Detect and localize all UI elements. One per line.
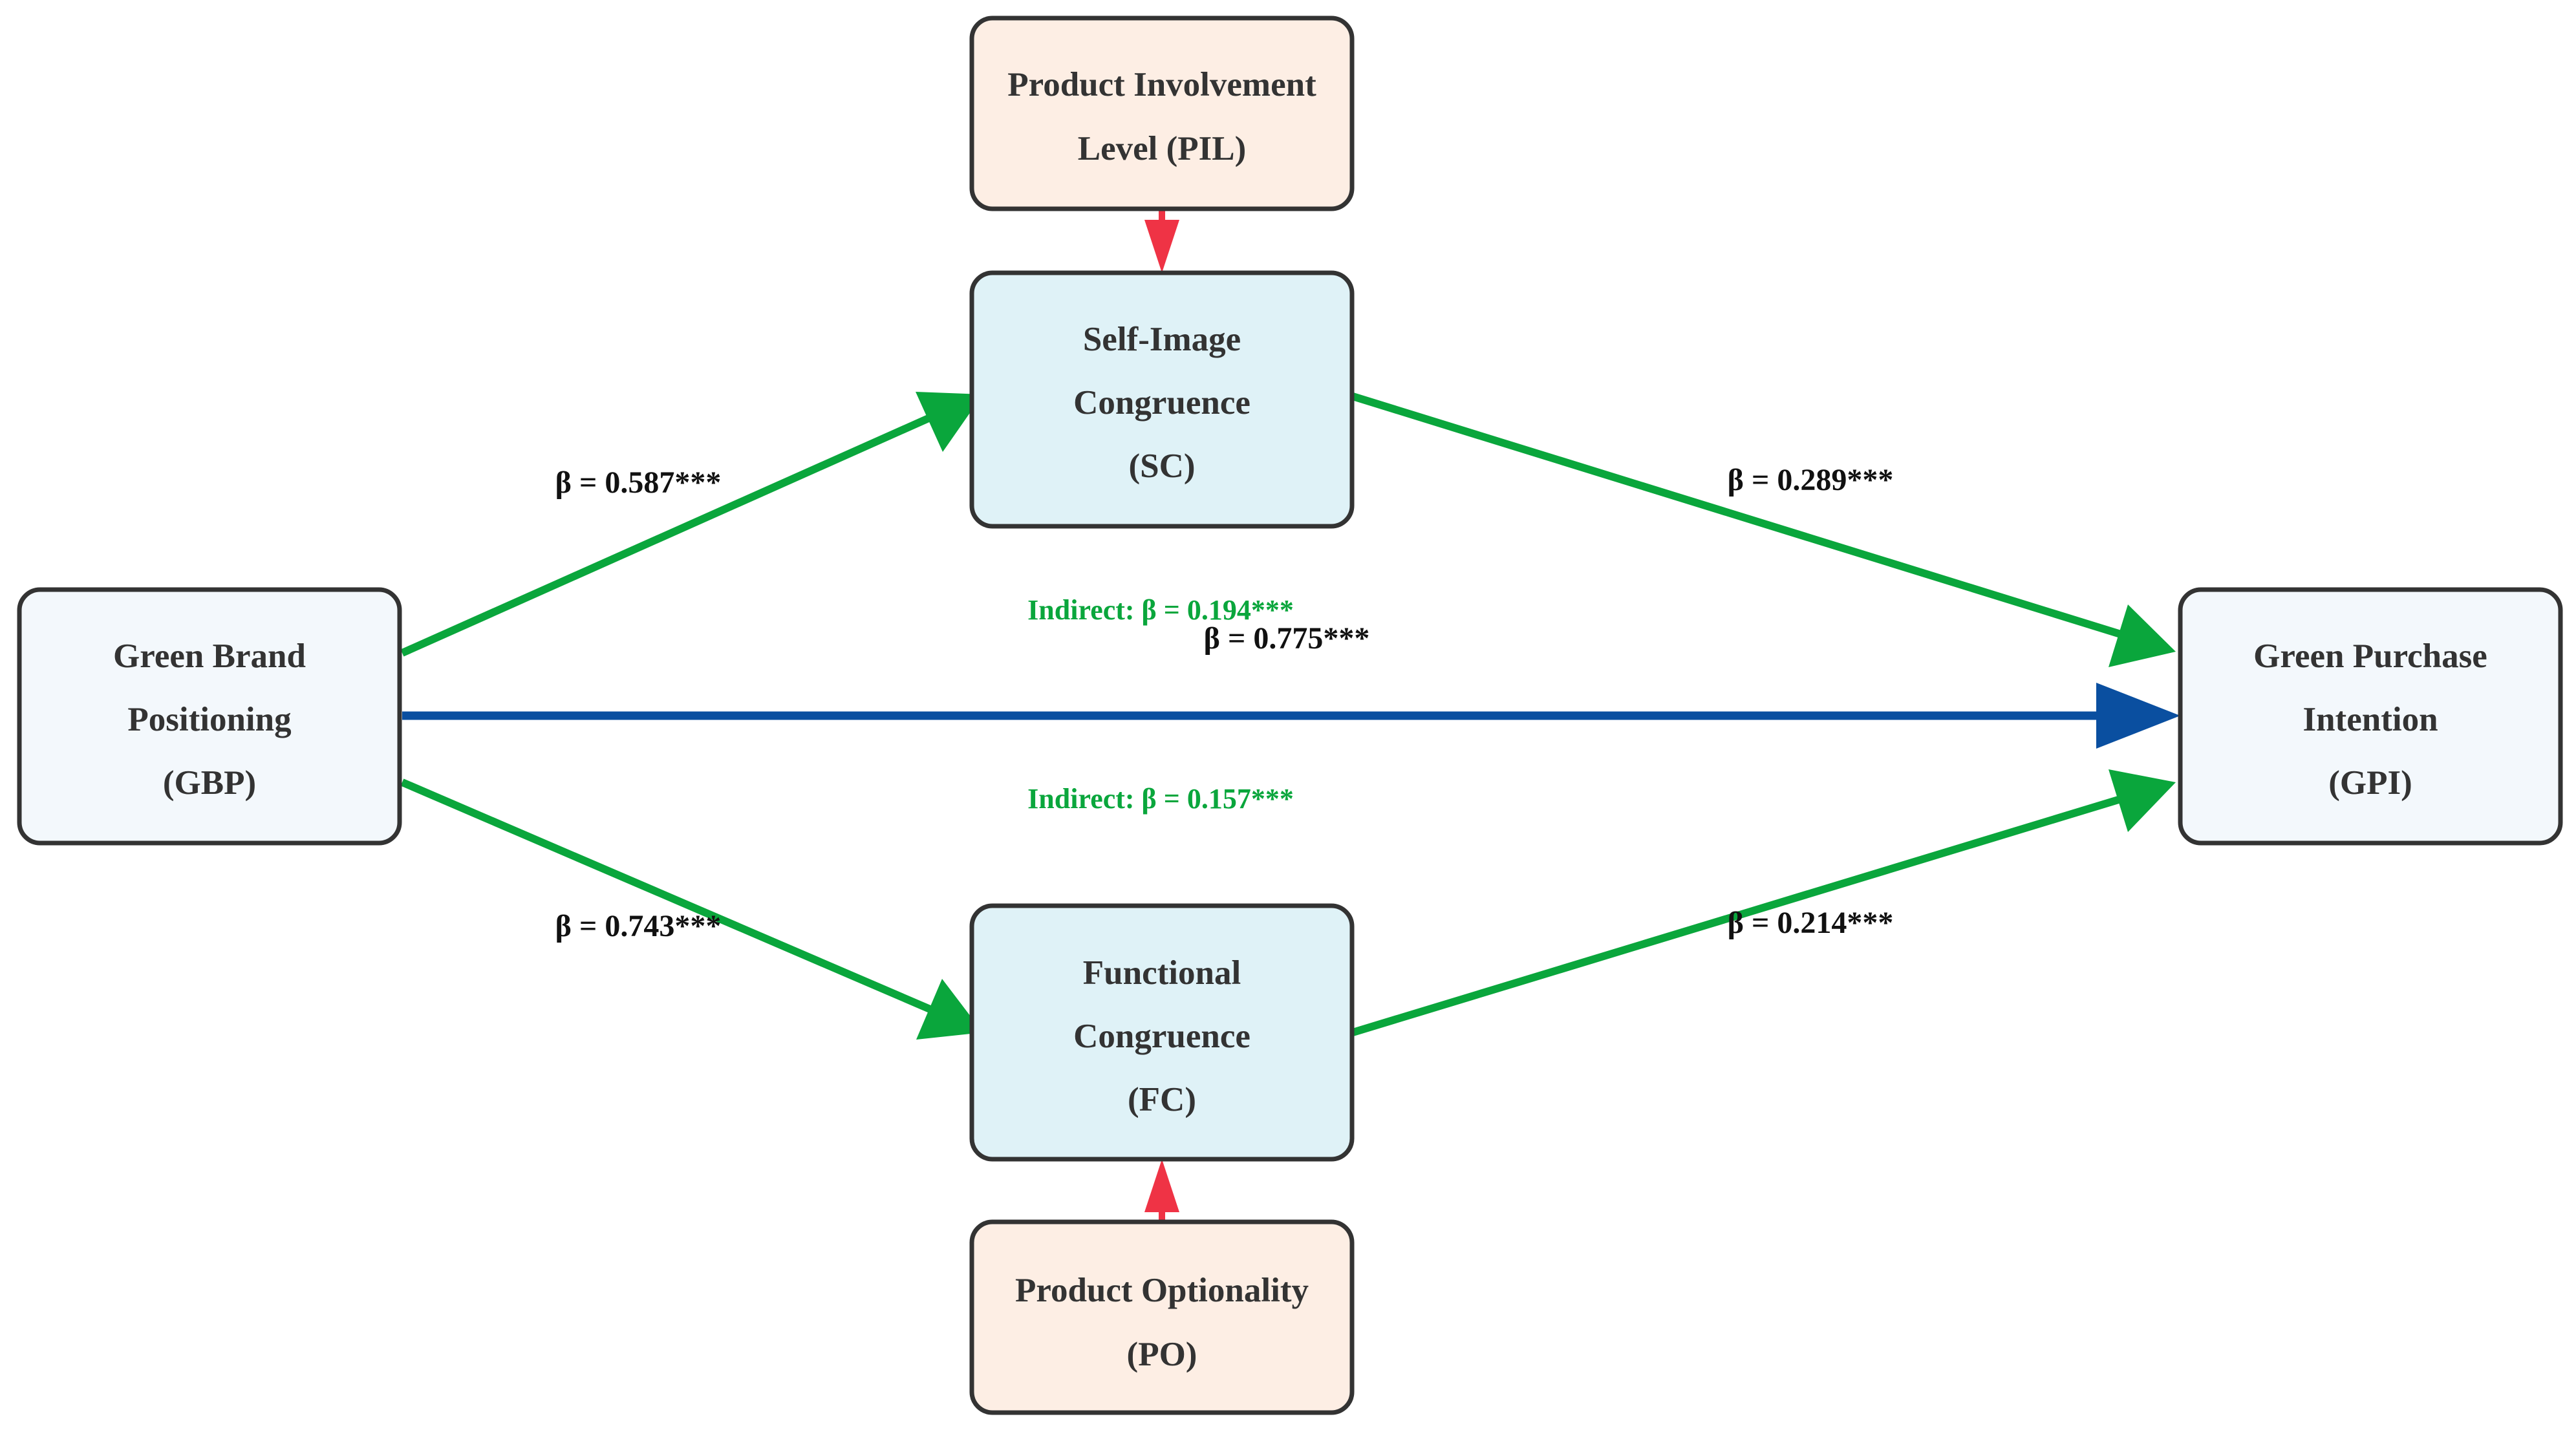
node-gpi-line-3: (GPI)	[2328, 764, 2412, 802]
node-gbp: Green Brand Positioning (GBP)	[17, 587, 402, 846]
node-fc: Functional Congruence (FC)	[969, 903, 1355, 1162]
node-po: Product Optionality (PO)	[969, 1219, 1355, 1415]
coef-gbp-to-fc: β = 0.743***	[555, 909, 722, 943]
coef-gbp-to-gpi-direct: β = 0.775***	[1204, 621, 1370, 656]
node-gbp-line-3: (GBP)	[163, 764, 256, 802]
node-fc-line-2: Congruence	[1073, 1018, 1250, 1055]
path-fc-to-gpi	[1351, 769, 2176, 1036]
path-pil-moderates-sc	[1144, 209, 1179, 273]
path-gbp-to-fc	[400, 778, 983, 1040]
path-gbp-to-sc	[400, 392, 983, 657]
node-pil-line-2: Level (PIL)	[1078, 130, 1247, 167]
node-gpi-line-2: Intention	[2302, 701, 2438, 738]
node-gpi: Green Purchase Intention (GPI)	[2178, 587, 2563, 846]
node-sc-line-1: Self-Image	[1083, 321, 1241, 358]
node-po-line-2: (PO)	[1127, 1336, 1197, 1373]
node-gbp-line-2: Positioning	[127, 701, 291, 738]
indirect-effect-via-fc: Indirect: β = 0.157***	[1027, 783, 1294, 815]
node-pil: Product Involvement Level (PIL)	[969, 16, 1355, 211]
coef-gbp-to-sc: β = 0.587***	[555, 465, 722, 500]
node-po-line-1: Product Optionality	[1015, 1272, 1309, 1309]
coef-fc-to-gpi: β = 0.214***	[1728, 906, 1894, 940]
node-fc-line-1: Functional	[1083, 954, 1241, 992]
path-sc-to-gpi	[1351, 392, 2176, 667]
node-fc-line-3: (FC)	[1128, 1081, 1196, 1118]
path-po-moderates-fc	[1144, 1159, 1179, 1222]
indirect-effect-via-sc: Indirect: β = 0.194***	[1027, 594, 1294, 626]
coef-sc-to-gpi: β = 0.289***	[1728, 463, 1894, 497]
node-sc-line-2: Congruence	[1073, 384, 1250, 422]
node-gpi-line-1: Green Purchase	[2253, 637, 2487, 675]
node-sc-line-3: (SC)	[1128, 447, 1195, 485]
node-pil-line-1: Product Involvement	[1007, 66, 1316, 103]
path-gbp-to-gpi-direct	[402, 683, 2180, 749]
node-sc: Self-Image Congruence (SC)	[969, 270, 1355, 529]
node-gbp-line-1: Green Brand	[113, 637, 306, 675]
